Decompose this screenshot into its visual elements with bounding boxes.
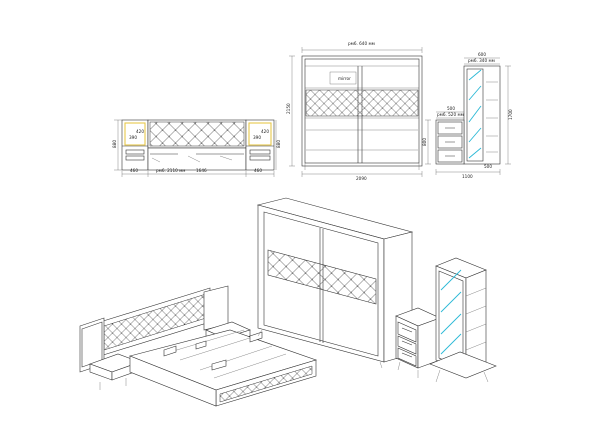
iso-wardrobe-diamond-band [267,249,377,305]
bed-inner-width-label: рм6. 2110 мм [156,168,185,173]
wardrobe-bottom-width-label: 2090 [356,176,367,181]
wardrobe-mirror-tag: mirror [338,76,351,81]
mirror-shelf-isometric-view [429,257,497,383]
chest-height-label: 800 [422,138,427,146]
shelf-unit-front [463,65,501,165]
shelf-bottom-width-label: 500 [484,164,492,169]
right-table-height-label-2: 420 [261,129,269,134]
chest-width-label: 500 [447,106,455,111]
wardrobe-front-elevation: рм6. 640 мм 2150 mirror 2090 [286,41,423,181]
bed-front-elevation: 880 880 390 420 390 420 460 рм6. 2110 мм… [112,119,281,177]
side-units-elevation: 600 рм6. 340 мм 1700 500 рм6. 520 мм 800… [422,52,513,179]
wardrobe-isometric-view [256,197,414,369]
shelf-inner-width-label: рм6. 340 мм [468,58,495,63]
bed-isometric-view [79,285,317,407]
left-table-height-label: 390 [129,135,137,140]
right-table-height-label: 390 [253,135,261,140]
chest-isometric-view [395,307,441,378]
iso-shelf-base [429,351,497,379]
wardrobe-top-width-label: рм6. 640 мм [348,41,375,46]
side-units-total-width-label: 1100 [462,174,473,179]
iso-mirror-reflection [440,269,462,365]
chest-inner-width-label: рм6. 520 мм [437,112,464,117]
wardrobe-diamond-band [305,89,419,117]
right-table-width-label: 460 [254,168,262,173]
bed-height-right-label: 880 [276,140,281,148]
bed-total-width-label: 1646 [196,168,207,173]
wardrobe-height-label: 2150 [286,103,291,114]
bed-height-left-label: 880 [112,140,117,148]
shelf-top-width-label: 600 [478,52,486,57]
iso-right-panel [203,285,229,331]
left-table-width-label: 460 [130,168,138,173]
left-table-height-label-2: 420 [136,129,144,134]
shelf-height-label: 1700 [508,109,513,120]
